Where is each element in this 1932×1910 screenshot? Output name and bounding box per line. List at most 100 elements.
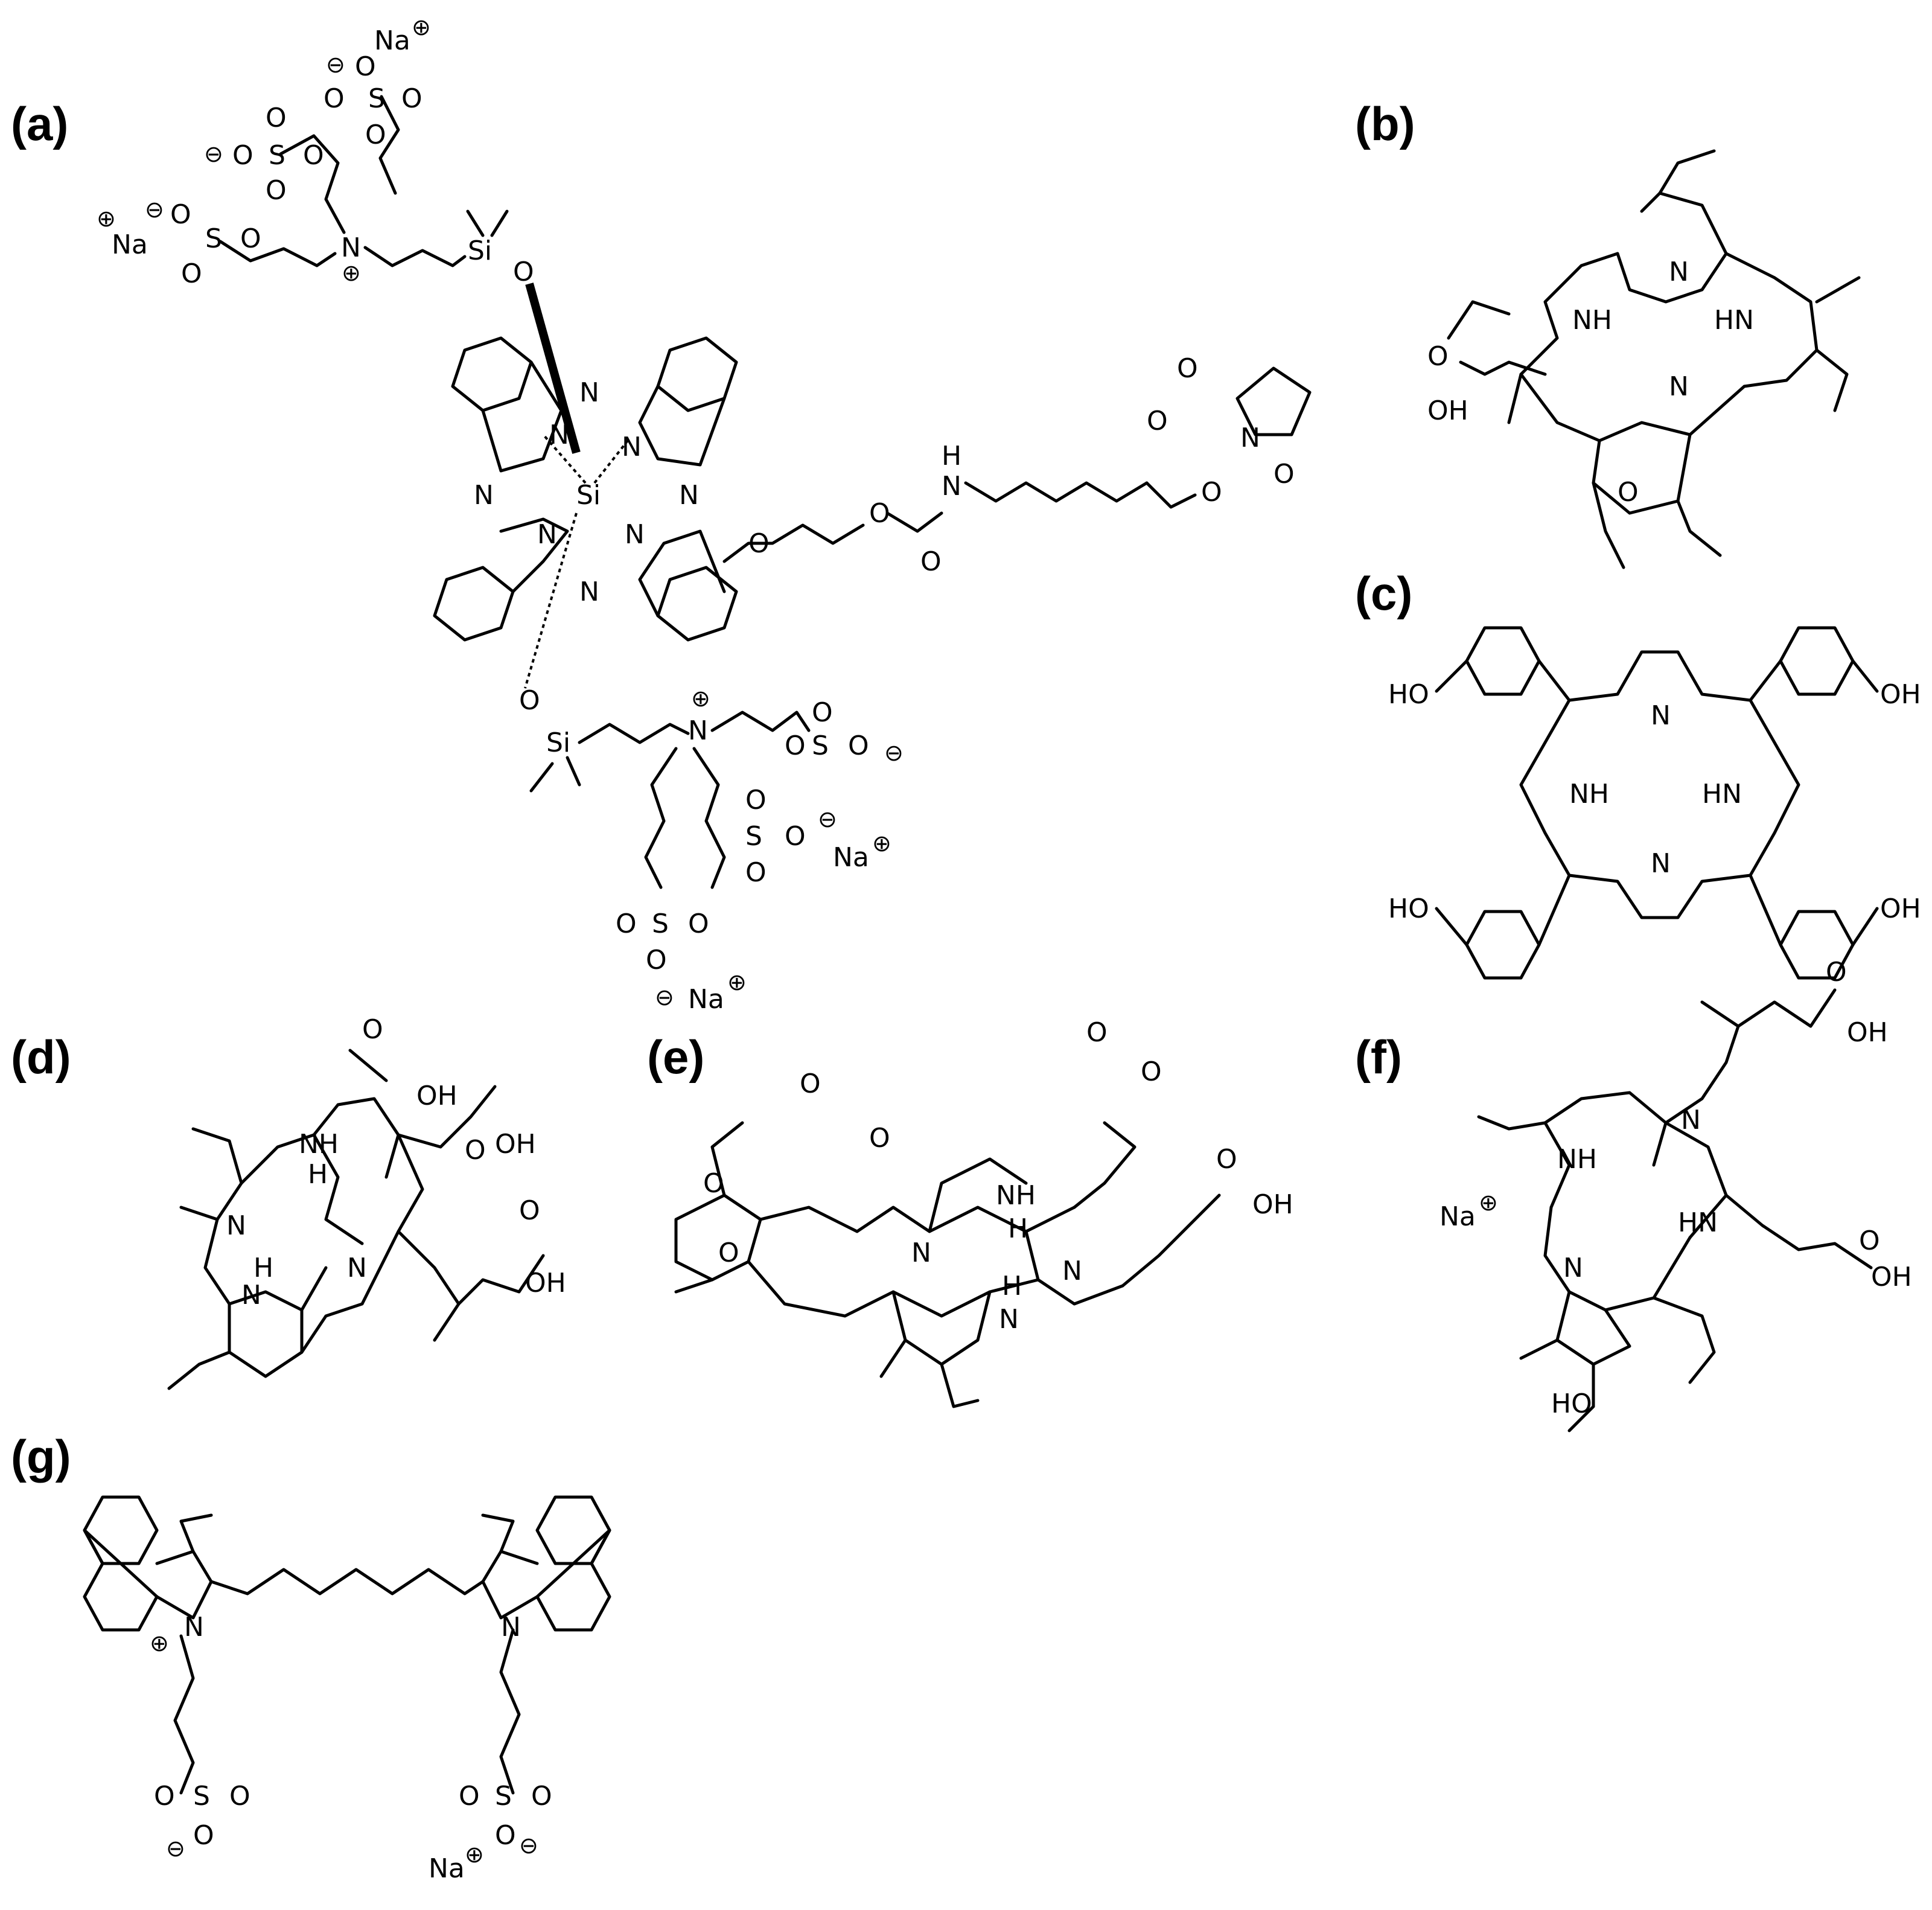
svg-text:O: O — [465, 1135, 486, 1166]
panel-label-f: (f) — [1355, 1030, 1402, 1084]
svg-text:O: O — [800, 1068, 821, 1099]
svg-text:O: O — [240, 223, 261, 254]
svg-text:O: O — [355, 51, 376, 82]
svg-text:O: O — [785, 821, 806, 852]
svg-text:N: N — [347, 1253, 367, 1283]
svg-text:O: O — [365, 120, 386, 150]
svg-text:N: N — [622, 432, 642, 462]
svg-text:O: O — [745, 857, 767, 888]
svg-text:N: N — [474, 480, 494, 511]
svg-text:⊖: ⊖ — [655, 984, 674, 1011]
structure-g: N ⊕ N O S O O ⊖ O S O O ⊖ Na ⊕ — [83, 1495, 611, 1884]
svg-text:N: N — [625, 519, 645, 550]
svg-text:OH: OH — [1880, 679, 1921, 710]
svg-text:OH: OH — [1427, 395, 1468, 426]
svg-text:N: N — [549, 420, 569, 450]
svg-text:HO: HO — [1388, 679, 1429, 710]
svg-text:N: N — [579, 377, 599, 408]
svg-text:HO: HO — [1551, 1388, 1592, 1419]
svg-text:N: N — [911, 1238, 931, 1268]
svg-text:N: N — [241, 1280, 261, 1311]
svg-text:O: O — [1216, 1144, 1237, 1175]
svg-text:⊕: ⊕ — [727, 969, 747, 995]
svg-text:O: O — [519, 685, 540, 716]
svg-text:NH: NH — [996, 1180, 1036, 1211]
structure-c: HO OH HO OH N NH HN N — [1388, 626, 1921, 980]
svg-text:OH: OH — [1847, 1017, 1888, 1048]
svg-text:⊕: ⊕ — [150, 1630, 169, 1656]
panel-label-b: (b) — [1355, 97, 1415, 150]
svg-text:HN: HN — [1678, 1207, 1718, 1238]
svg-text:O: O — [718, 1238, 739, 1268]
svg-text:S: S — [745, 821, 762, 852]
svg-text:O: O — [181, 258, 202, 289]
panel-label-c: (c) — [1355, 567, 1412, 620]
panel-label-a: (a) — [11, 97, 68, 150]
svg-text:O: O — [193, 1820, 214, 1851]
svg-text:O: O — [1201, 477, 1222, 508]
structure-b: N NH HN N O OH O — [1427, 149, 1861, 569]
svg-text:OH: OH — [495, 1129, 536, 1160]
svg-text:N: N — [1563, 1253, 1583, 1283]
svg-text:S: S — [812, 730, 829, 761]
svg-text:O: O — [459, 1781, 480, 1812]
svg-text:O: O — [616, 909, 637, 939]
svg-text:OH: OH — [1880, 893, 1921, 924]
svg-text:O: O — [232, 140, 253, 171]
svg-text:O: O — [785, 730, 806, 761]
svg-text:O: O — [362, 1014, 383, 1045]
panel-label-e: (e) — [647, 1030, 704, 1084]
svg-text:OH: OH — [1252, 1189, 1293, 1220]
svg-text:S: S — [495, 1781, 512, 1812]
svg-text:N: N — [679, 480, 699, 511]
svg-text:Si: Si — [576, 480, 601, 511]
svg-text:H: H — [253, 1253, 273, 1283]
svg-text:N: N — [341, 232, 361, 263]
svg-text:Si: Si — [468, 235, 492, 266]
svg-text:S: S — [652, 909, 669, 939]
svg-text:⊖: ⊖ — [145, 196, 164, 223]
svg-text:O: O — [229, 1781, 250, 1812]
svg-text:O: O — [1618, 477, 1639, 508]
svg-text:Na: Na — [1439, 1201, 1476, 1232]
svg-text:NH: NH — [1557, 1144, 1597, 1175]
svg-text:N: N — [1062, 1256, 1082, 1286]
svg-text:O: O — [266, 103, 287, 133]
svg-text:⊕: ⊕ — [691, 685, 710, 712]
svg-text:H: H — [942, 441, 961, 471]
svg-text:H: H — [308, 1159, 328, 1190]
panel-label-g: (g) — [11, 1430, 71, 1483]
svg-text:⊖: ⊖ — [326, 51, 345, 78]
svg-text:N: N — [184, 1612, 204, 1643]
svg-text:O: O — [1826, 957, 1847, 988]
svg-text:⊕: ⊕ — [97, 205, 116, 232]
svg-text:NH: NH — [1569, 779, 1609, 810]
svg-text:O: O — [1141, 1056, 1162, 1087]
svg-text:H: H — [1002, 1271, 1022, 1302]
svg-text:HO: HO — [1388, 893, 1429, 924]
svg-text:O: O — [531, 1781, 552, 1812]
svg-text:O: O — [745, 785, 767, 816]
svg-text:O: O — [266, 175, 287, 206]
svg-text:O: O — [812, 697, 833, 728]
svg-text:Na: Na — [688, 984, 724, 1015]
svg-text:N: N — [1651, 700, 1671, 731]
svg-text:Na: Na — [112, 229, 148, 260]
svg-text:N: N — [226, 1210, 246, 1241]
svg-text:N: N — [1651, 848, 1671, 879]
svg-text:Na: Na — [374, 25, 410, 56]
svg-text:N: N — [688, 715, 708, 746]
svg-text:OH: OH — [416, 1081, 457, 1111]
svg-text:⊕: ⊕ — [412, 14, 431, 40]
svg-text:O: O — [703, 1168, 724, 1199]
svg-text:⊕: ⊕ — [465, 1841, 484, 1868]
svg-text:NH: NH — [299, 1129, 339, 1160]
svg-text:⊖: ⊖ — [166, 1835, 185, 1862]
svg-text:O: O — [920, 546, 942, 577]
svg-text:O: O — [154, 1781, 175, 1812]
svg-text:⊕: ⊕ — [872, 830, 891, 857]
structure-a: Na ⊕ ⊖ O O S O O ⊖ O S O O O Na ⊕ ⊖ O S … — [97, 14, 1312, 1015]
svg-text:N: N — [1681, 1105, 1701, 1135]
svg-text:O: O — [1177, 353, 1198, 384]
